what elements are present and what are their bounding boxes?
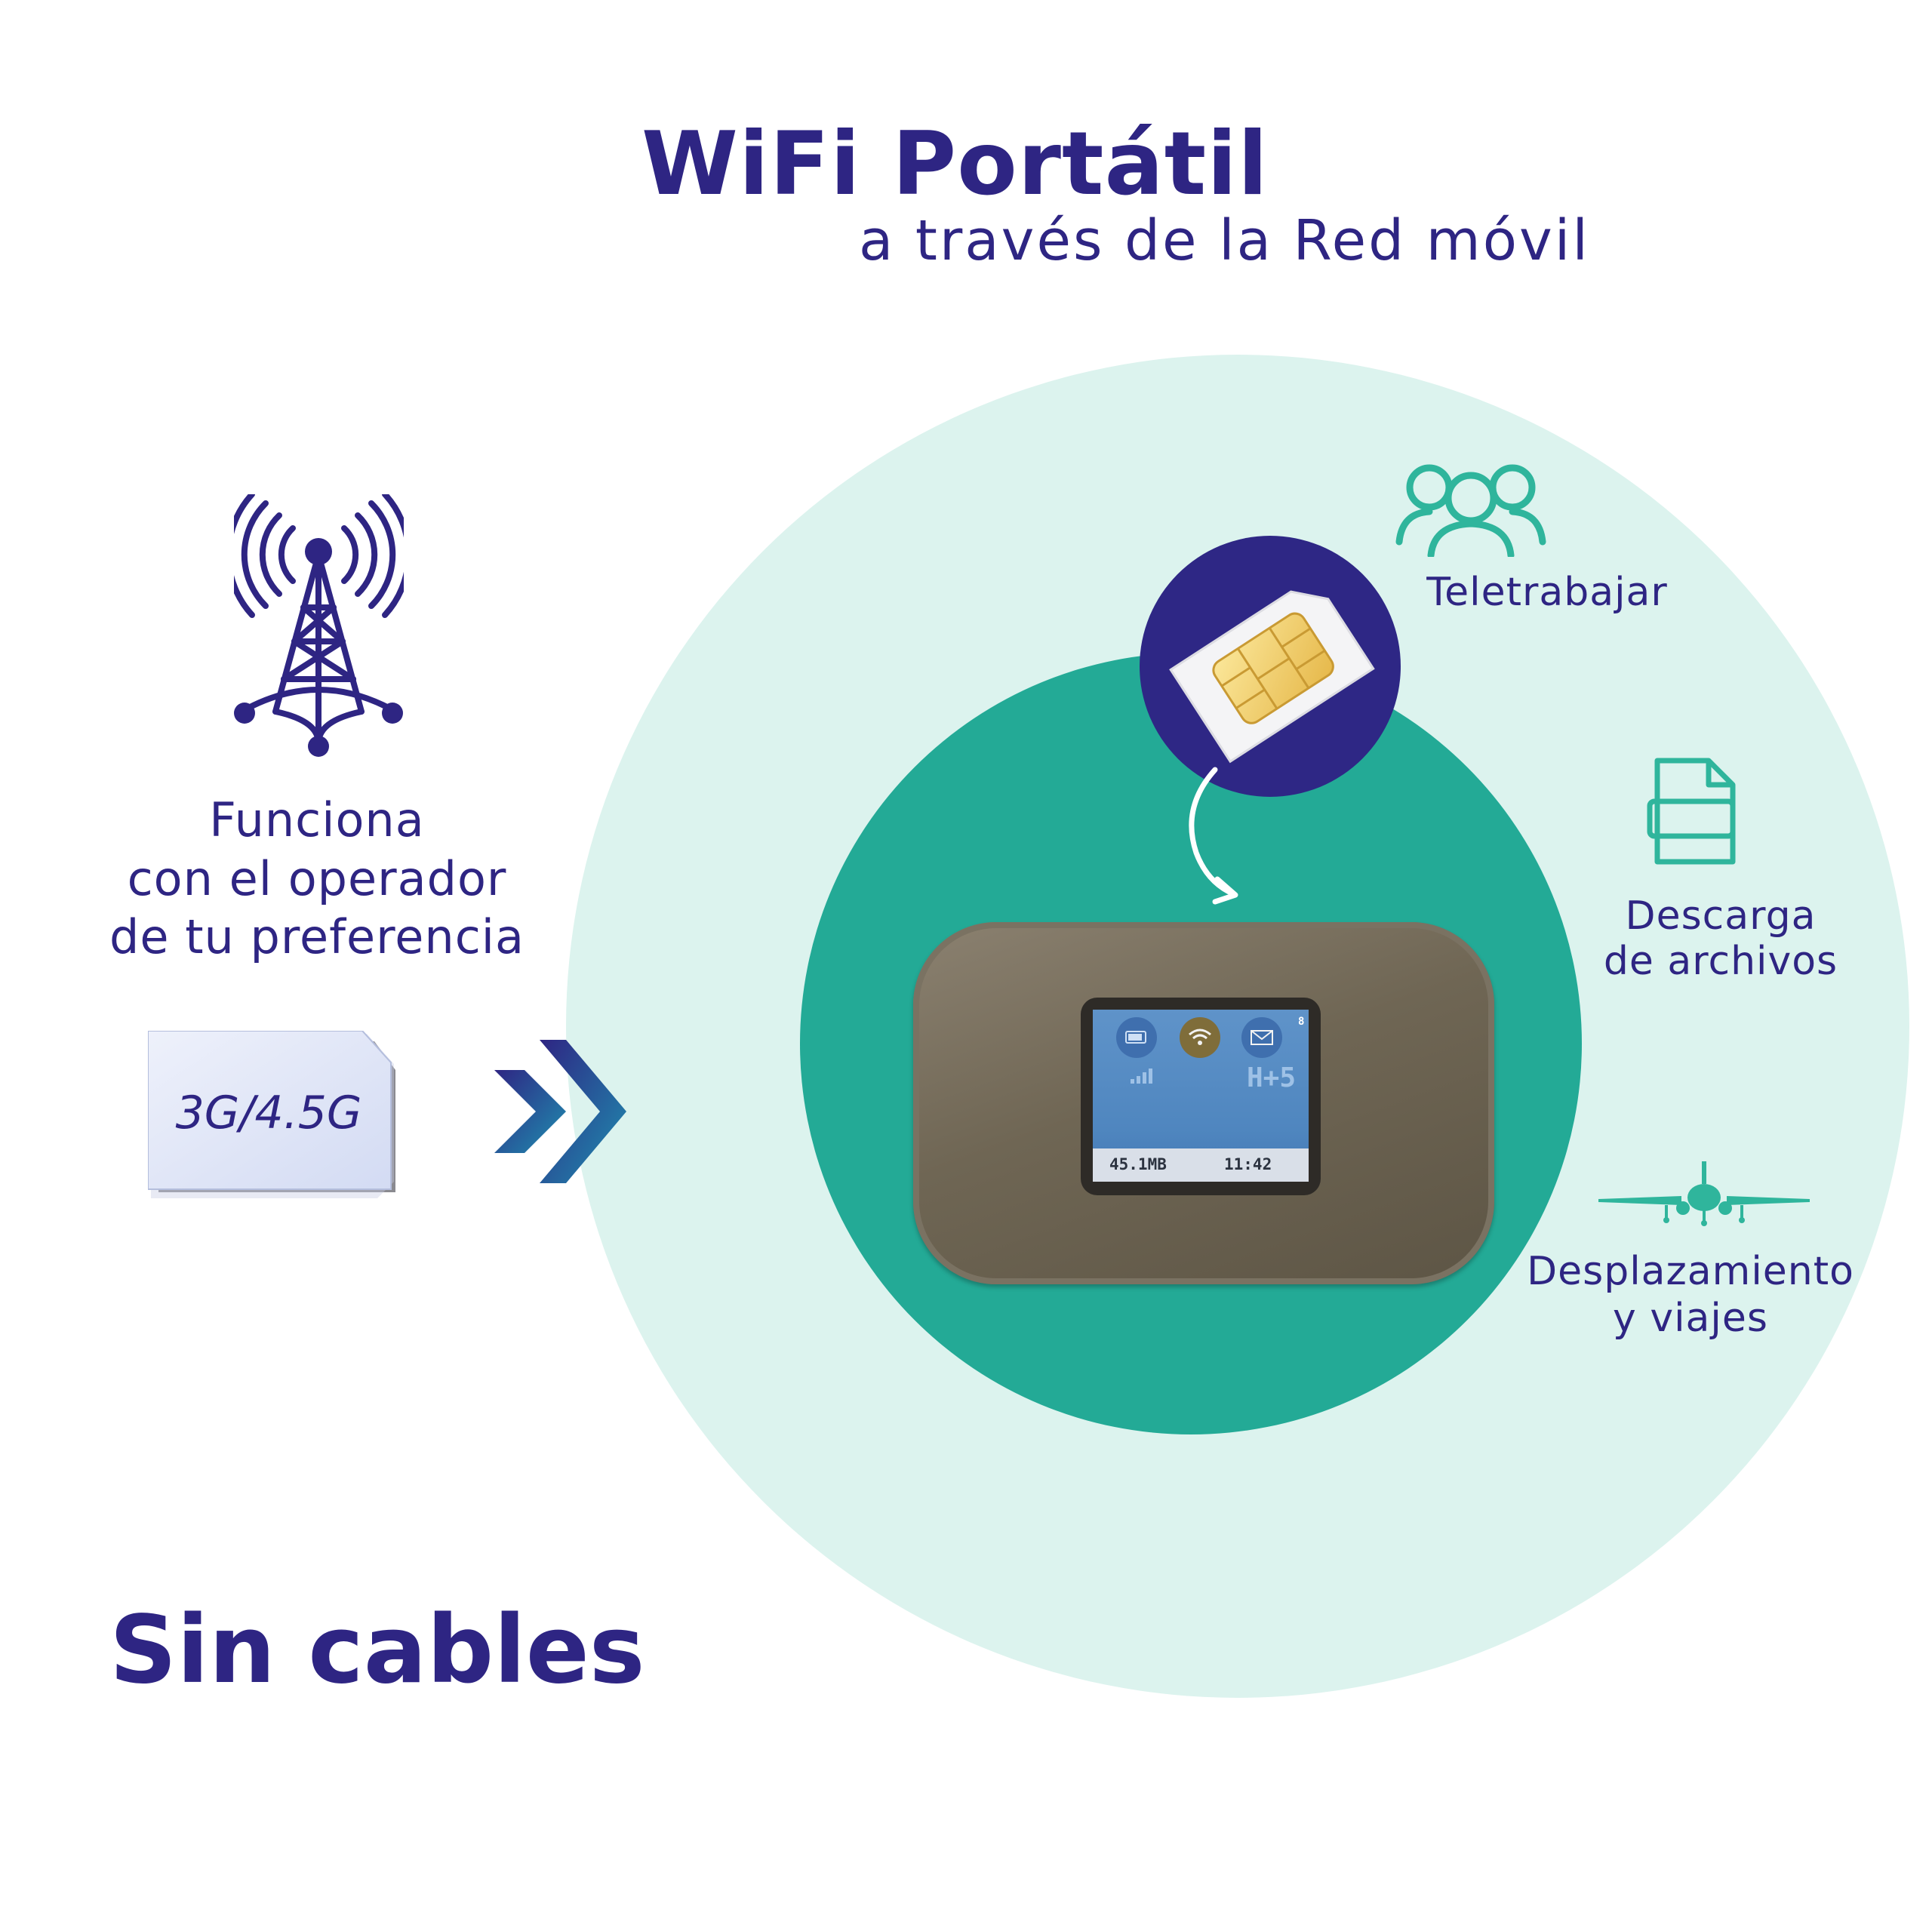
screen-icons [1116,1017,1282,1182]
page-title: WiFi Portátil [641,113,1269,215]
sim-network-label: 3G/4.5G [175,1087,362,1139]
curved-arrow-icon [1189,767,1238,905]
sim-card-circle [1140,536,1401,797]
chevron-right-icon [494,1040,626,1183]
feature-descarga-line-2: de archivos [1603,939,1838,984]
network-type: H+5 [1247,1062,1297,1093]
feature-desplazamiento-line-1: Desplazamiento [1527,1249,1854,1294]
operator-text-line-1: Funciona [209,792,425,847]
feature-desplazamiento-line-2: y viajes [1613,1296,1768,1341]
footer-tagline: Sin cables [109,1596,645,1705]
data-usage: 45.1MB [1109,1155,1167,1173]
feature-descarga-line-1: Descarga [1625,893,1817,939]
operator-text-line-3: de tu preferencia [109,909,525,964]
sim-chip-icon [1169,590,1375,764]
file-download-icon [1647,758,1736,865]
feature-teletrabajar-label: Teletrabajar [1426,570,1668,615]
airplane-icon [1598,1161,1810,1226]
screen-status-bar [1093,1148,1309,1182]
screen-time: 11:42 [1224,1155,1272,1173]
people-icon [1395,464,1546,557]
sim-card-image [148,1031,395,1198]
operator-text-line-2: con el operador [127,851,507,906]
message-count: 8 [1298,1016,1305,1028]
cell-tower-icon [234,494,404,757]
page-subtitle: a través de la Red móvil [859,208,1590,273]
